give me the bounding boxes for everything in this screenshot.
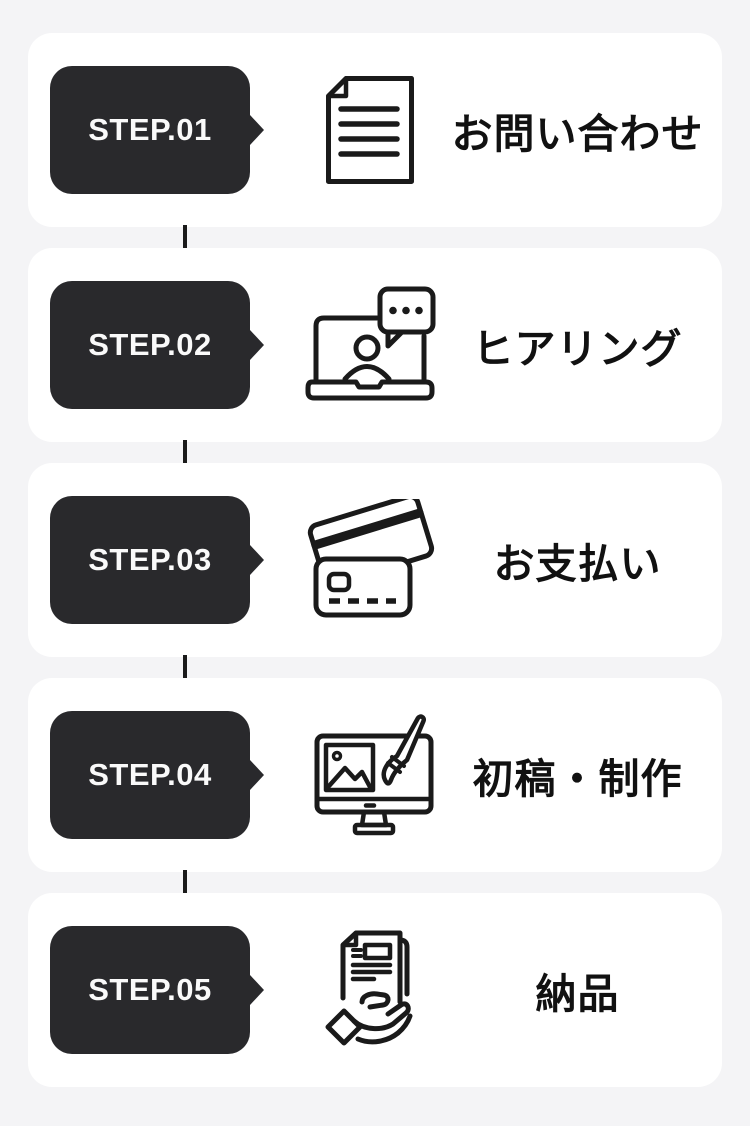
step-badge-label: STEP.02: [88, 327, 212, 362]
step-card: STEP.05: [28, 893, 722, 1087]
step-card: STEP.02 ヒアリング: [28, 248, 722, 442]
step-title: お支払い: [493, 541, 662, 587]
step-title: ヒアリング: [472, 326, 683, 372]
arrow-right-icon: [250, 760, 264, 790]
step-gap: [28, 870, 722, 895]
step-connector: [183, 655, 187, 680]
step-gap: [28, 655, 722, 680]
step-connector: [183, 440, 187, 465]
step-badge: STEP.03: [50, 496, 264, 624]
step-connector: [183, 225, 187, 250]
step-badge-label: STEP.05: [88, 972, 212, 1007]
delivery-hand-icon: [302, 915, 437, 1065]
step-connector: [183, 870, 187, 895]
step-title: 初稿・制作: [472, 756, 683, 802]
step-badge-label: STEP.01: [88, 112, 212, 147]
step-card: STEP.04 初稿・制作: [28, 678, 722, 872]
step-badge-label: STEP.04: [88, 757, 212, 792]
step-badge: STEP.05: [50, 926, 264, 1054]
step-gap: [28, 440, 722, 465]
document-icon: [302, 55, 437, 205]
arrow-right-icon: [250, 330, 264, 360]
step-badge: STEP.02: [50, 281, 264, 409]
step-title: 納品: [535, 971, 620, 1017]
step-badge: STEP.01: [50, 66, 264, 194]
step-card: STEP.01 お問い合わせ: [28, 33, 722, 227]
process-flow: STEP.01 お問い合わせ STEP.02: [28, 33, 722, 1087]
step-badge: STEP.04: [50, 711, 264, 839]
step-title: お問い合わせ: [451, 111, 704, 157]
step-card: STEP.03 お支払い: [28, 463, 722, 657]
credit-cards-icon: [302, 485, 437, 635]
step-badge-label: STEP.03: [88, 542, 212, 577]
arrow-right-icon: [250, 545, 264, 575]
step-gap: [28, 225, 722, 250]
arrow-right-icon: [250, 115, 264, 145]
video-call-icon: [302, 270, 437, 420]
design-monitor-icon: [302, 700, 437, 850]
arrow-right-icon: [250, 975, 264, 1005]
